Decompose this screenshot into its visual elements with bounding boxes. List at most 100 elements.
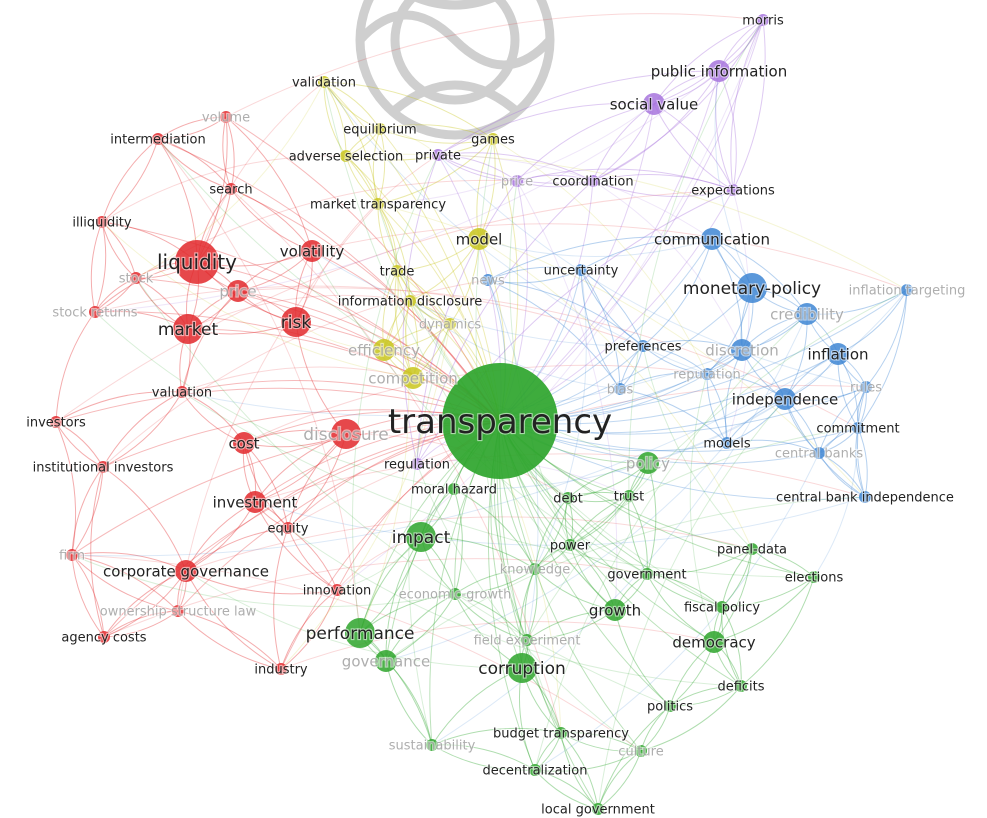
node-uncertainty[interactable] [575, 264, 587, 276]
node-elections[interactable] [808, 571, 820, 583]
node-coordination[interactable] [587, 175, 599, 187]
node-independence[interactable] [774, 388, 796, 410]
node-local-government[interactable] [592, 803, 604, 815]
link [516, 168, 734, 191]
node-economic-growth[interactable] [449, 588, 461, 600]
node-central-banks[interactable] [813, 447, 825, 459]
node-stock-returns[interactable] [89, 306, 101, 318]
node-power[interactable] [564, 539, 576, 551]
node-governance[interactable] [375, 650, 397, 672]
node-democracy[interactable] [703, 631, 725, 653]
node-validation[interactable] [318, 76, 330, 88]
term-label: preferences [604, 340, 681, 355]
term-label: politics [647, 700, 693, 715]
node-impact[interactable] [406, 522, 436, 552]
node-policy[interactable] [637, 452, 659, 474]
node-intermediation[interactable] [152, 133, 164, 145]
term-label: investment [213, 493, 298, 511]
node-culture[interactable] [635, 745, 647, 757]
link [185, 501, 256, 572]
node-price[interactable] [227, 280, 249, 302]
node-illiquidity[interactable] [96, 216, 108, 228]
node-ownership-structure-law[interactable] [172, 605, 184, 617]
node-debt[interactable] [562, 492, 574, 504]
node-investment[interactable] [244, 491, 266, 513]
node-stock[interactable] [130, 272, 142, 284]
node-industry[interactable] [275, 663, 287, 675]
term-label: valuation [152, 386, 212, 401]
node-performance[interactable] [345, 618, 375, 648]
node-equilibrium[interactable] [374, 123, 386, 135]
node-field-experiment[interactable] [521, 634, 533, 646]
node-search[interactable] [225, 183, 237, 195]
node-trade[interactable] [391, 265, 403, 277]
node-panel-data[interactable] [746, 543, 758, 555]
node-growth[interactable] [604, 599, 626, 621]
node-firm[interactable] [66, 549, 78, 561]
node-information-disclosure[interactable] [404, 295, 416, 307]
term-label: stock [119, 272, 154, 287]
node-competition[interactable] [402, 367, 424, 389]
node-efficiency[interactable] [373, 339, 395, 361]
node-sustainability[interactable] [426, 739, 438, 751]
node-discretion[interactable] [731, 339, 753, 361]
node-government[interactable] [641, 568, 653, 580]
node-dynamics[interactable] [444, 318, 456, 330]
node-knowledge[interactable] [529, 563, 541, 575]
node-volatility[interactable] [301, 240, 323, 262]
node-corporate-governance[interactable] [175, 560, 197, 582]
node-communication[interactable] [701, 228, 723, 250]
node-public-information[interactable] [708, 60, 730, 82]
node-news[interactable] [482, 274, 494, 286]
node-risk[interactable] [281, 307, 311, 337]
node-inflation[interactable] [827, 343, 849, 365]
node-preferences[interactable] [637, 340, 649, 352]
node-commitment[interactable] [852, 422, 864, 434]
node-deficits[interactable] [735, 680, 747, 692]
node-monetary-policy[interactable] [737, 273, 767, 303]
node-market-transparency[interactable] [372, 198, 384, 210]
node-investors[interactable] [50, 416, 62, 428]
node-moral-hazard[interactable] [448, 483, 460, 495]
node-regulation[interactable] [411, 458, 423, 470]
link [454, 593, 528, 641]
node-games[interactable] [487, 133, 499, 145]
node-inflation-targeting[interactable] [901, 284, 913, 296]
link [509, 180, 571, 546]
node-institutional-investors[interactable] [97, 461, 109, 473]
node-adverse-selection[interactable] [340, 150, 352, 162]
node-equity[interactable] [282, 522, 294, 534]
node-credibility[interactable] [796, 303, 818, 325]
node-rules[interactable] [860, 381, 872, 393]
node-decentralization[interactable] [529, 764, 541, 776]
node-market[interactable] [173, 314, 203, 344]
node-corruption[interactable] [507, 653, 537, 683]
node-valuation[interactable] [176, 386, 188, 398]
node-fiscal-policy[interactable] [716, 601, 728, 613]
term-label: credibility [770, 305, 844, 323]
node-liquidity[interactable] [175, 240, 219, 284]
node-innovation[interactable] [331, 584, 343, 596]
node-model[interactable] [468, 228, 490, 250]
node-reputation[interactable] [701, 368, 713, 380]
link [323, 81, 381, 130]
node-models[interactable] [721, 437, 733, 449]
node-trust[interactable] [623, 490, 635, 502]
node-transparency[interactable] [442, 363, 558, 479]
node-social-value[interactable] [643, 93, 665, 115]
node-bias[interactable] [614, 383, 626, 395]
node-budget-transparency[interactable] [555, 727, 567, 739]
node-volume[interactable] [220, 111, 232, 123]
node-disclosure[interactable] [331, 419, 361, 449]
term-label: commitment [816, 422, 899, 437]
node-politics[interactable] [664, 700, 676, 712]
node-cost[interactable] [233, 432, 255, 454]
node-expectations[interactable] [727, 184, 739, 196]
node-private[interactable] [432, 149, 444, 161]
node-central-bank-independence[interactable] [859, 491, 871, 503]
term-label: bias [607, 383, 634, 398]
node-morris[interactable] [757, 14, 769, 26]
node-agency-costs[interactable] [98, 631, 110, 643]
link [181, 391, 815, 578]
node-price[interactable] [511, 175, 523, 187]
